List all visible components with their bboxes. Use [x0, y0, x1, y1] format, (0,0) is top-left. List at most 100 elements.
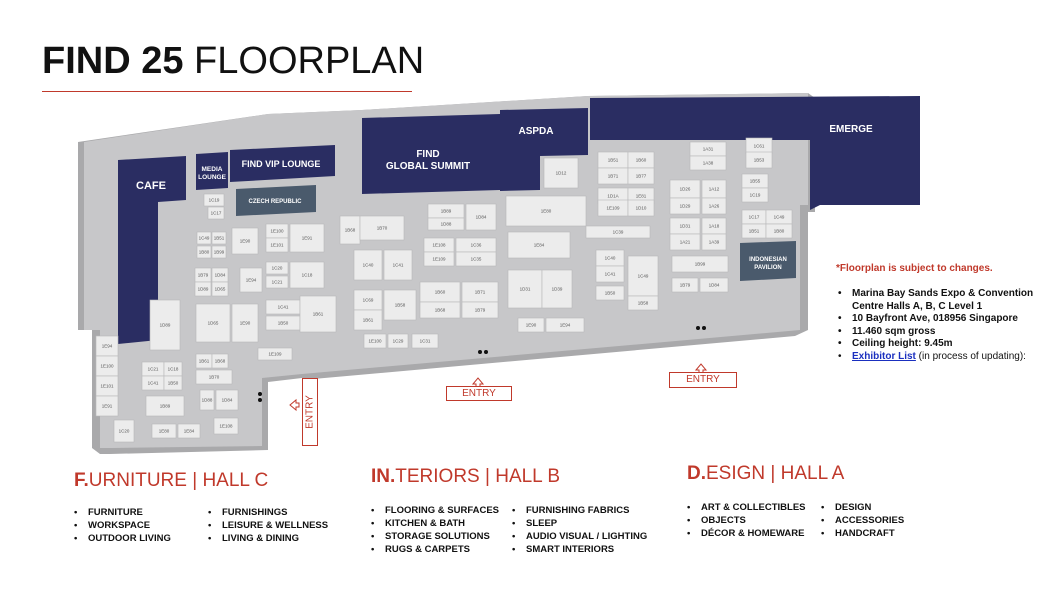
category-list: FLOORING & SURFACES KITCHEN & BATH STORA… [371, 504, 499, 556]
booth-label: 1B61 [363, 318, 374, 323]
booth-label: 1C20 [272, 266, 283, 271]
zone-label-summit-2: GLOBAL SUMMIT [386, 161, 470, 172]
booth [231, 303, 259, 343]
hall-heading: IN.TERIORS | HALL B [371, 466, 561, 487]
booth-label: 1E80 [541, 209, 552, 214]
booth-label: 1C18 [168, 367, 179, 372]
exhibitor-list-link[interactable]: Exhibitor List [852, 350, 916, 362]
zone-label-summit-1: FIND [416, 149, 439, 160]
category-item: FLOORING & SURFACES [371, 504, 499, 517]
booth-label: 1B60 [636, 158, 647, 163]
booth [177, 423, 201, 439]
booth [671, 277, 699, 293]
booth-label: 1E90 [240, 321, 251, 326]
booth-label: 1E91 [102, 404, 113, 409]
zone-label-vip-lounge: FIND VIP LOUNGE [242, 159, 321, 169]
booth-label: 1C20 [119, 429, 130, 434]
booth-label: 1E90 [526, 323, 537, 328]
booth [627, 255, 659, 297]
category-list: FURNISHINGS LEISURE & WELLNESS LIVING & … [208, 506, 328, 545]
booth [265, 275, 289, 289]
hall-b-section: IN.TERIORS | HALL B FLOORING & SURFACES … [371, 466, 647, 556]
booth-label: 1D84 [222, 398, 233, 403]
booth-label: 1D84 [709, 283, 720, 288]
booth-label: 1B77 [636, 174, 647, 179]
booth [541, 269, 573, 309]
booth-label: 1E91 [302, 236, 313, 241]
booth-label: 1D65 [208, 321, 219, 326]
booth [455, 251, 497, 267]
booth-label: 1B79 [475, 308, 486, 313]
category-item: ACCESSORIES [821, 514, 904, 527]
booth [195, 303, 231, 343]
entry-arrow-icon [471, 377, 485, 388]
entry-arrow-icon [289, 398, 300, 412]
category-item: SLEEP [512, 517, 647, 530]
booth-label: 1B68 [215, 359, 226, 364]
booth-label: 1B80 [199, 250, 210, 255]
booth [383, 249, 413, 281]
booth [151, 423, 177, 439]
booth-label: 1E109 [606, 206, 620, 211]
booth-label: 1B51 [749, 229, 760, 234]
booth-label: 1E108 [219, 424, 233, 429]
booth [145, 395, 185, 417]
entrance-marker-icon [696, 326, 700, 330]
booth-label: 1C17 [211, 211, 222, 216]
category-item: OBJECTS [687, 514, 807, 527]
hall-a-section: D.ESIGN | HALL A ART & COLLECTIBLES OBJE… [687, 463, 904, 540]
page-title: FIND 25 FLOORPLAN [42, 40, 425, 82]
zone-global-summit [362, 114, 500, 194]
booth [595, 285, 625, 301]
booth-label: 1D89 [160, 323, 171, 328]
booth [239, 267, 263, 293]
zone-emerge [590, 96, 920, 210]
booth-label: 1C41 [393, 263, 404, 268]
booth-label: 1C49 [638, 274, 649, 279]
zone-label-media-2: LOUNGE [198, 174, 226, 181]
booth-label: 1E100 [270, 229, 284, 234]
booth-label: 1D31 [520, 287, 531, 292]
booth-label: 1B99 [214, 250, 225, 255]
booth [299, 295, 337, 333]
booth [383, 289, 417, 321]
booth-label: 1B70 [209, 375, 220, 380]
booth-label: 1D1A [607, 194, 618, 199]
booth [203, 193, 225, 207]
booth [113, 419, 135, 443]
entry-label-right: ENTRY [669, 372, 737, 388]
booth-label: 1E109 [268, 352, 282, 357]
booth [507, 231, 571, 259]
booth [543, 157, 579, 189]
booth-label: 1B71 [475, 290, 486, 295]
booth [215, 389, 239, 411]
booth-label: 1C49 [774, 215, 785, 220]
entrance-marker-icon [478, 350, 482, 354]
booth-label: 1A38 [703, 161, 714, 166]
booth-label: 1D12 [556, 171, 567, 176]
booth-label: 1C61 [754, 144, 765, 149]
zone-label-aspda: ASPDA [518, 126, 553, 137]
booth-label: 1D84 [215, 273, 226, 278]
booth-label: 1A18 [709, 224, 720, 229]
booth-label: 1B50 [278, 321, 289, 326]
category-list: ART & COLLECTIBLES OBJECTS DÉCOR & HOMEW… [687, 501, 807, 540]
booth-label: 1B99 [695, 262, 706, 267]
venue-details: Marina Bay Sands Expo & Convention Centr… [836, 288, 1046, 363]
booth [701, 233, 727, 251]
booth-label: 1C36 [471, 243, 482, 248]
booth-label: 1C41 [278, 305, 289, 310]
booth-label: 1C19 [750, 193, 761, 198]
booth [211, 231, 227, 245]
booth [595, 265, 625, 283]
exhibitor-list-item: Exhibitor List (in process of updating): [836, 351, 1046, 364]
booth [627, 167, 655, 185]
booth-label: 1C21 [148, 367, 159, 372]
category-item: DÉCOR & HOMEWARE [687, 527, 807, 540]
booth [741, 187, 769, 203]
booth-label: 1E100 [100, 364, 114, 369]
booth-label: 1C29 [393, 339, 404, 344]
venue-detail: Marina Bay Sands Expo & Convention Centr… [836, 288, 1046, 313]
booth-label: 1B51 [214, 236, 225, 241]
